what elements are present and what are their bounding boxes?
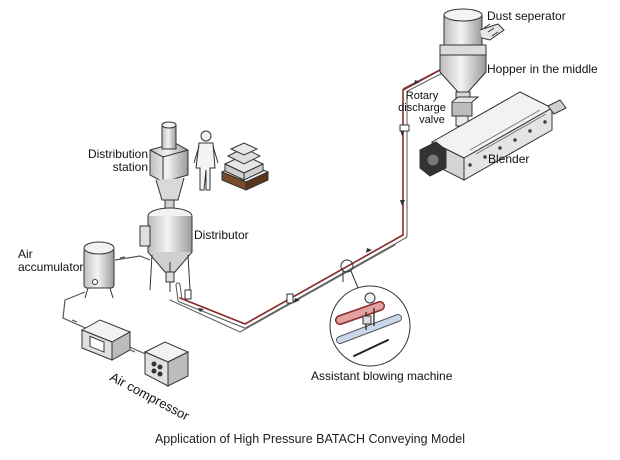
label-distribution-station: Distribution station — [82, 148, 148, 174]
figure-caption: Application of High Pressure BATACH Conv… — [154, 432, 466, 446]
rotary-discharge-valve — [451, 96, 480, 127]
label-air-accumulator-line2: accumulator — [18, 260, 84, 274]
label-assistant-blowing-machine: Assistant blowing machine — [311, 369, 453, 383]
flow-arrows — [198, 80, 420, 312]
distributor — [139, 207, 193, 292]
label-air-accumulator: Air accumulator — [18, 248, 83, 274]
label-rotary-valve: Rotary discharge valve — [396, 90, 448, 126]
label-rotary-line2: discharge — [398, 102, 446, 114]
material-pallet — [220, 142, 270, 191]
label-hopper: Hopper in the middle — [487, 62, 598, 76]
air-compressor — [80, 319, 190, 387]
label-dust-separator: Dust seperator — [487, 9, 566, 23]
label-rotary-line3: valve — [419, 114, 445, 126]
assistant-blowing-detail — [329, 259, 411, 367]
label-air-accumulator-line1: Air — [18, 247, 33, 261]
label-rotary-line1: Rotary — [405, 90, 439, 102]
distribution-station — [149, 121, 189, 213]
blender — [419, 91, 567, 181]
worker-figure — [193, 130, 219, 191]
line-valves — [184, 124, 410, 304]
label-distribution-line1: Distribution — [87, 147, 148, 161]
dust-separator — [439, 8, 505, 56]
label-distributor: Distributor — [194, 228, 249, 242]
air-accumulator — [83, 241, 115, 299]
conveying-pipeline — [169, 69, 443, 333]
label-blender: Blender — [488, 152, 530, 166]
label-distribution-line2: station — [112, 160, 148, 174]
